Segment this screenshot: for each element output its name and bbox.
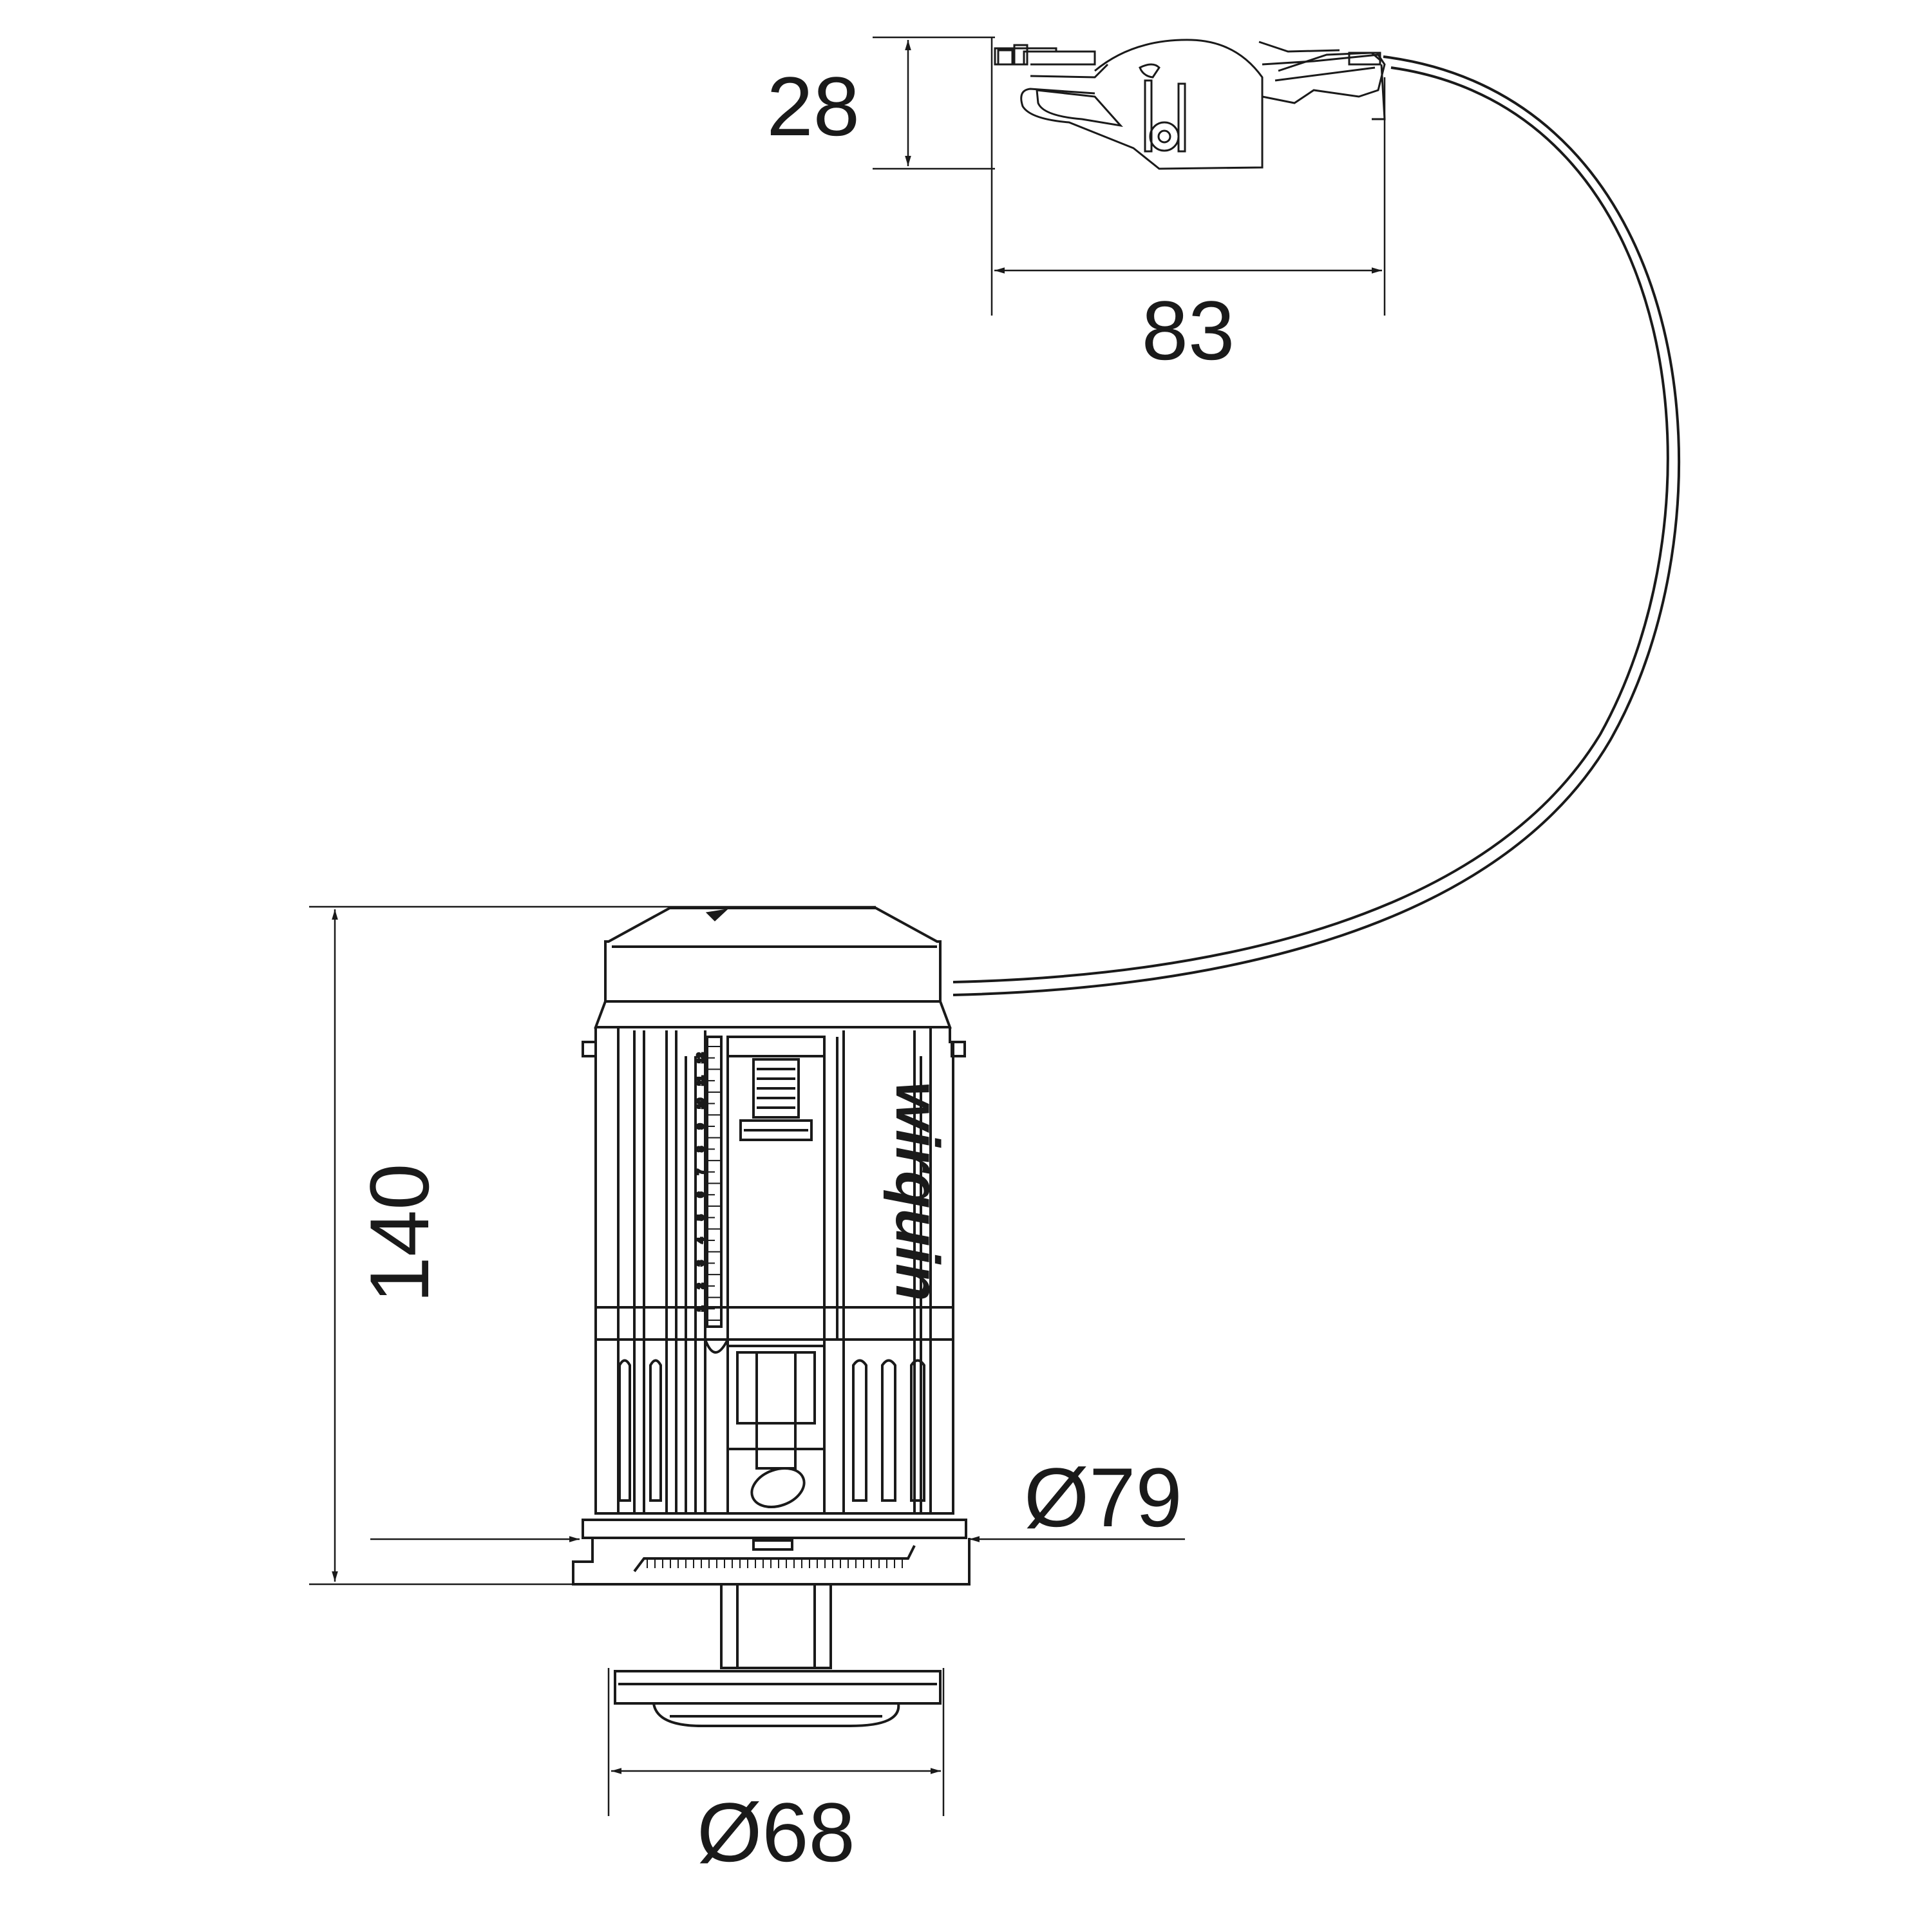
dimension-lines	[309, 36, 1386, 1816]
cable	[952, 55, 1681, 996]
scale-mark-label: 12	[695, 1053, 705, 1063]
scale-mark-label: 9	[695, 1124, 705, 1129]
dimension-83-label: 83	[1142, 283, 1235, 377]
flush-button	[614, 1670, 942, 1705]
scale-mark-label: 11	[695, 1076, 705, 1086]
dimension-28-label: 28	[766, 59, 860, 153]
scale-mark-label: 7	[695, 1170, 705, 1175]
scale-mark-label: 10	[695, 1099, 705, 1109]
top-cap	[604, 907, 942, 1003]
dimension-d68-label: Ø68	[697, 1785, 855, 1879]
scale-mark-label: 8	[695, 1146, 705, 1151]
stem	[720, 1583, 832, 1669]
flange	[582, 1519, 967, 1539]
scale-mark-label: 3	[695, 1260, 705, 1265]
valve-mechanism	[994, 39, 1386, 170]
scale-mark-label: 4	[695, 1238, 705, 1243]
scale-mark-label: 6	[695, 1192, 705, 1197]
scale-mark-label: 2	[695, 1283, 705, 1289]
scale-mark-label: 5	[695, 1215, 705, 1220]
scale-mark-label: 1	[695, 1306, 705, 1311]
dimension-d79-label: Ø79	[1024, 1450, 1182, 1544]
wirquin-logo: wirquin	[883, 1081, 952, 1301]
dimension-140-label: 140	[352, 1164, 446, 1303]
